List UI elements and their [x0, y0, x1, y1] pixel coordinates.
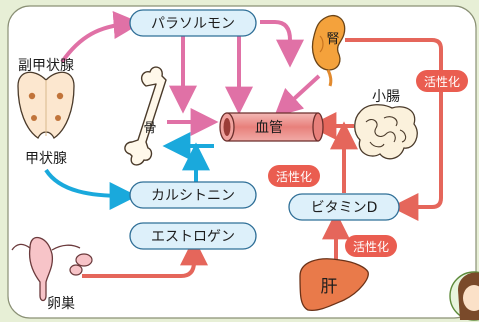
blood-vessel-label: 血管 [255, 120, 283, 136]
kidney-label: 腎 [326, 32, 339, 47]
arrow-parathormone-to-kidney [260, 20, 304, 68]
svg-text:活性化: 活性化 [424, 75, 460, 89]
estrogen-box: エストロゲン [129, 222, 257, 250]
parathyroid-label: 副甲状腺 [18, 58, 74, 74]
activation-badge-vitamin-d: 活性化 [268, 165, 320, 187]
doctor-avatar-icon [449, 271, 479, 321]
svg-text:活性化: 活性化 [276, 170, 312, 184]
calcitonin-label: カルシトニン [151, 188, 235, 204]
arrow-thyroid-to-calcitonin [44, 168, 138, 210]
liver-label: 肝 [321, 277, 338, 297]
activation-badge-kidney: 活性化 [416, 70, 468, 92]
bone-icon [124, 66, 167, 166]
small-intestine-label: 小腸 [372, 89, 400, 105]
thyroid-label: 甲状腺 [25, 151, 67, 167]
parathormone-label: パラソルモン [151, 16, 235, 32]
ovary-icon [11, 236, 93, 302]
arrow-kidney-to-vessel [273, 74, 321, 118]
activation-badge-liver: 活性化 [345, 235, 397, 257]
ovary-label: 卵巣 [47, 296, 75, 312]
vitamin-d-label: ビタミンD [311, 200, 378, 216]
blood-vessel-icon [219, 112, 324, 142]
calcitonin-box: カルシトニン [129, 181, 257, 209]
estrogen-label: エストロゲン [151, 229, 235, 245]
small-intestine-icon [354, 104, 418, 160]
arrow-parathyroid-to-parathormone [60, 11, 142, 64]
bone-label: 骨 [143, 121, 156, 136]
arrow-ovary-to-estrogen [82, 237, 208, 278]
thyroid-icon [17, 71, 75, 139]
parathormone-box: パラソルモン [129, 9, 257, 37]
svg-text:活性化: 活性化 [353, 240, 389, 254]
arrow-kidney-to-vitamin-d [345, 38, 443, 221]
liver-icon [299, 258, 369, 312]
kidney-icon [311, 15, 346, 87]
vitamin-d-box: ビタミンD [288, 193, 400, 221]
